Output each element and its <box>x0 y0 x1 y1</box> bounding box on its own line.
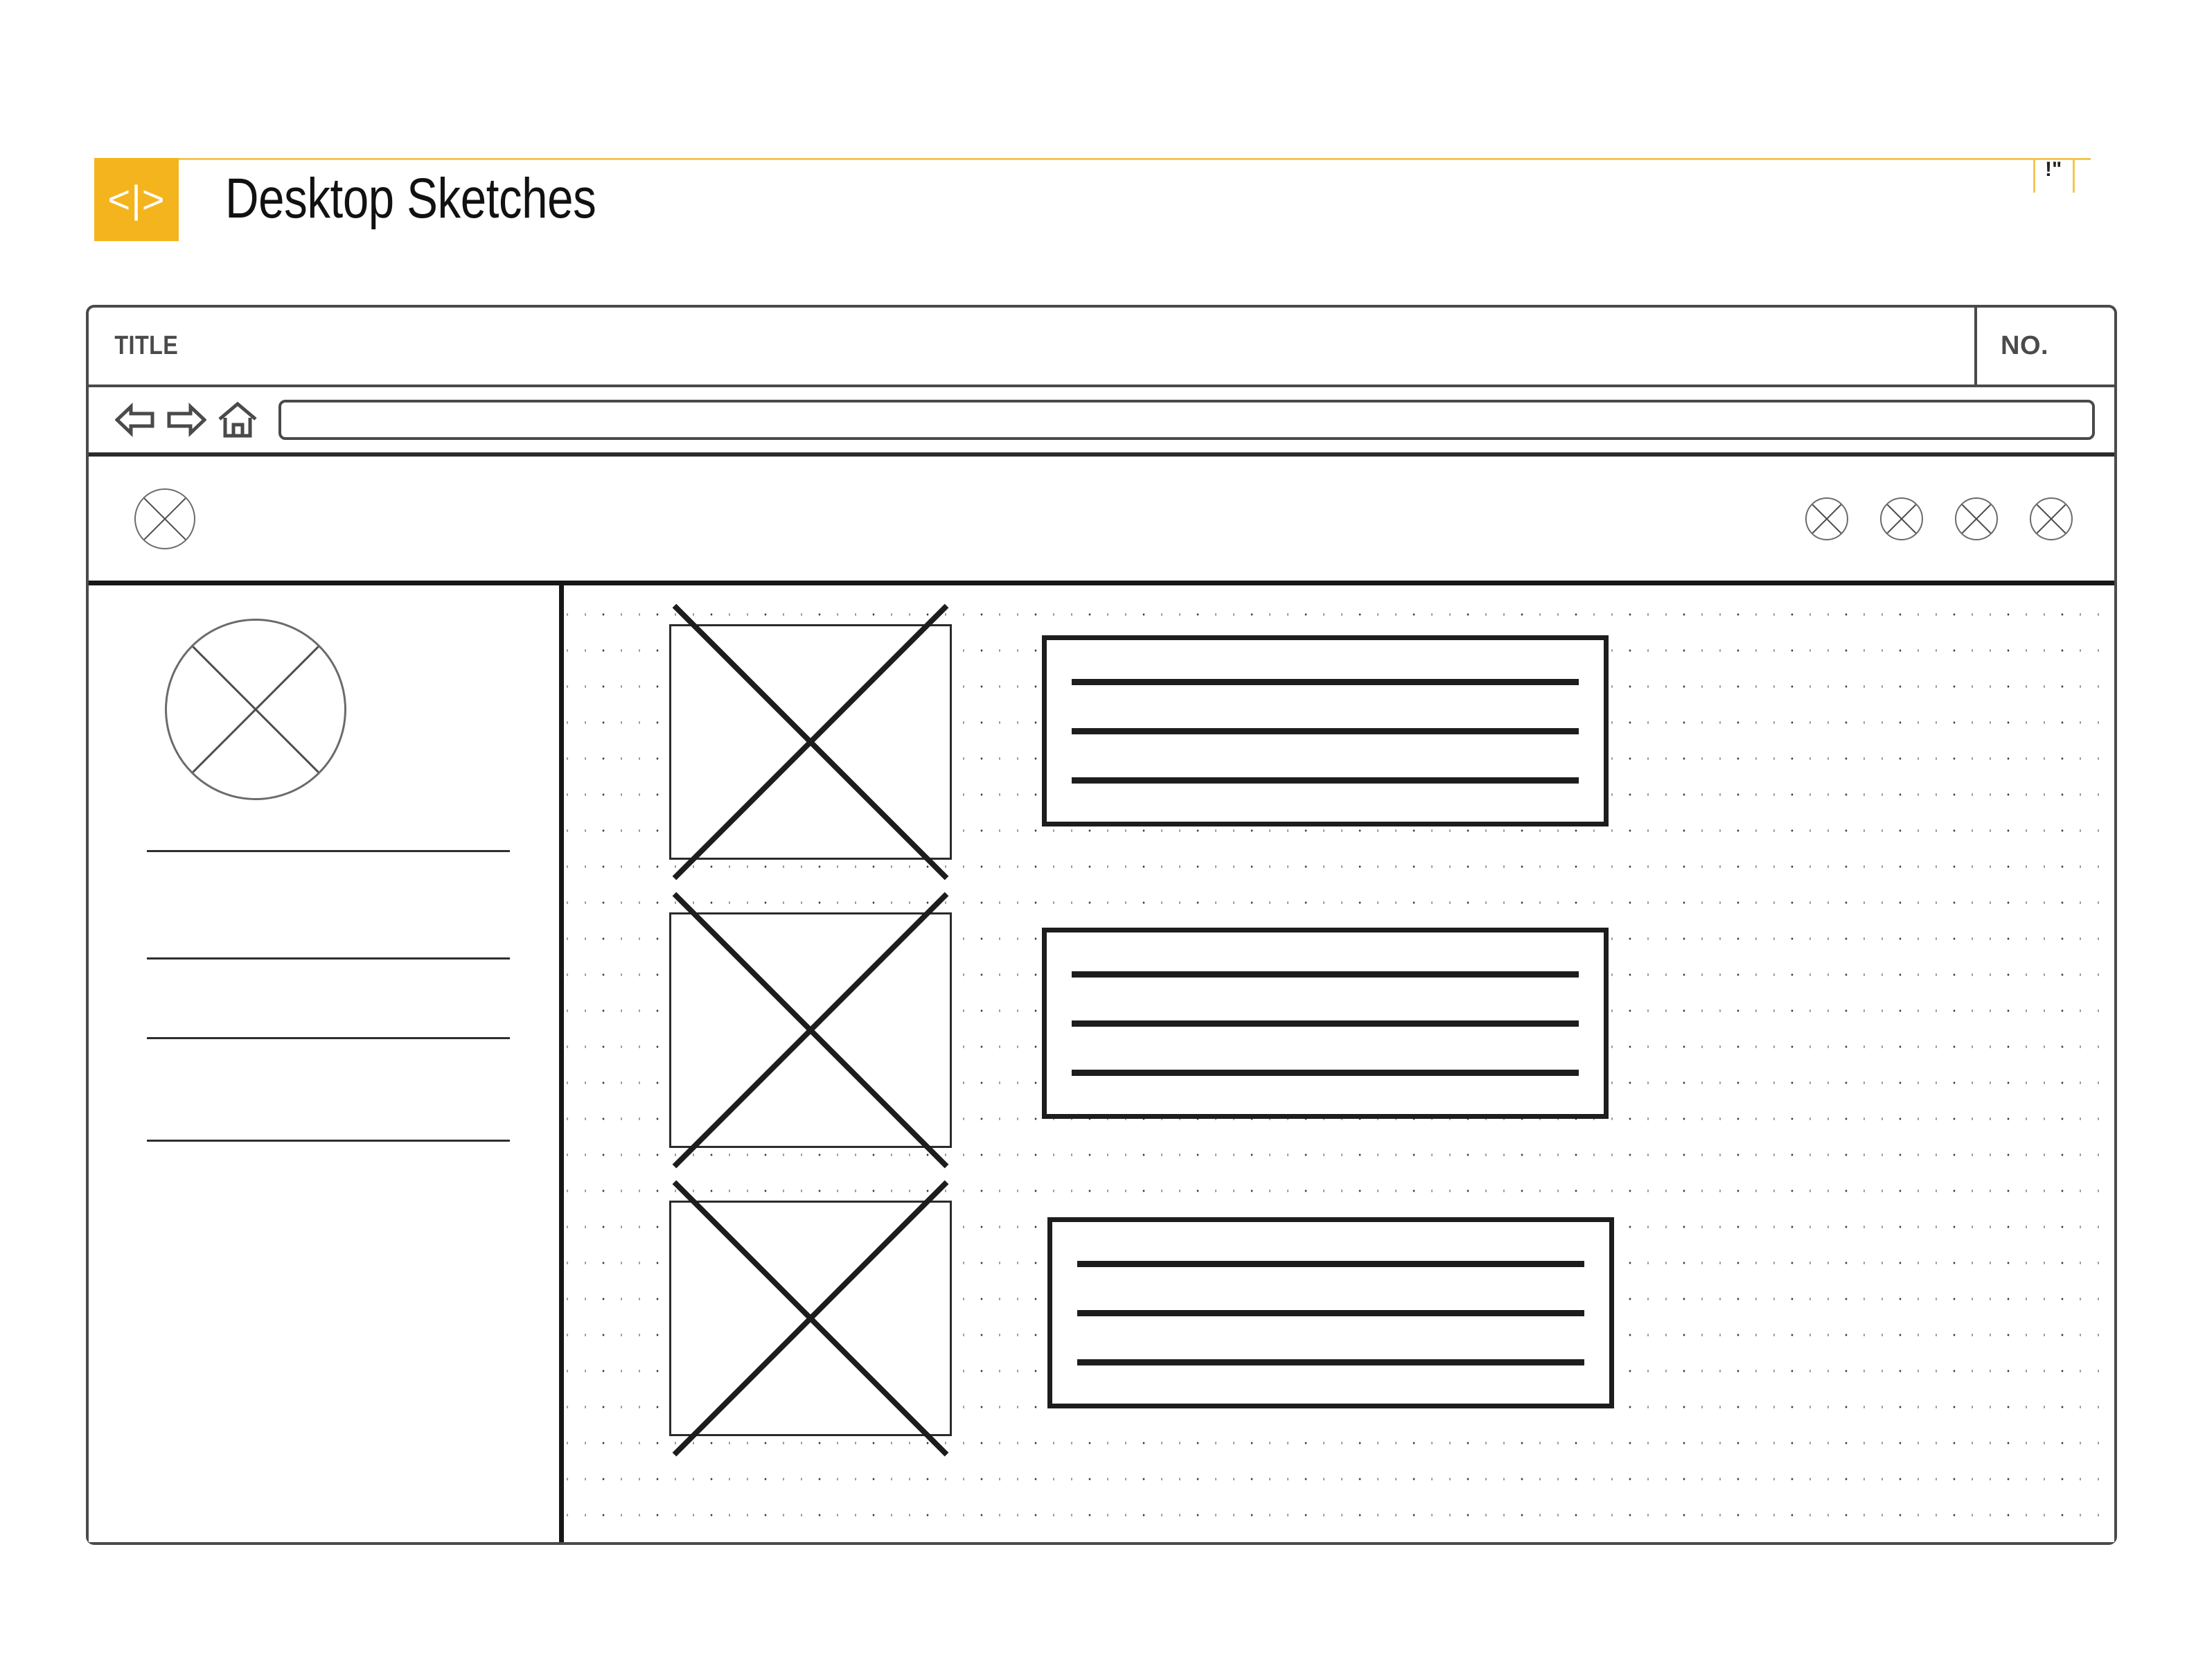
address-input[interactable] <box>278 400 2095 440</box>
page-title: Desktop Sketches <box>225 167 596 230</box>
browser-navbar <box>89 387 2114 457</box>
text-card[interactable] <box>1042 928 1609 1119</box>
toolbar-action-1-circle-x-icon[interactable] <box>1805 497 1848 540</box>
image-placeholder-x-icon[interactable] <box>669 892 952 1169</box>
toolbar-action-3-circle-x-icon[interactable] <box>1955 497 1998 540</box>
page-header: <|> Desktop Sketches !" <box>0 0 2196 291</box>
toolbar-action-2-circle-x-icon[interactable] <box>1880 497 1923 540</box>
window-titlebar: TITLE NO. <box>89 308 2114 387</box>
back-arrow-icon[interactable] <box>109 395 161 445</box>
browser-window: TITLE NO. <box>86 305 2117 1545</box>
titlebar-number-label: NO. <box>2001 331 2049 360</box>
text-line <box>1077 1260 1584 1267</box>
toolbar-actions <box>1805 497 2073 540</box>
sidebar-avatar[interactable] <box>165 619 346 800</box>
sidebar-dividers <box>89 585 559 1542</box>
toolbar-action-4-circle-x-icon[interactable] <box>2030 497 2073 540</box>
titlebar-divider <box>1974 308 1977 384</box>
brand-circle-x-icon[interactable] <box>134 488 195 549</box>
sidebar-divider-2 <box>147 957 510 960</box>
sidebar <box>89 585 564 1542</box>
circle-x-avatar-icon <box>165 619 346 800</box>
titlebar-title-label: TITLE <box>114 331 179 360</box>
sidebar-divider-3 <box>147 1037 510 1039</box>
text-line <box>1072 678 1579 685</box>
sidebar-divider-1 <box>147 850 510 852</box>
text-card[interactable] <box>1042 635 1609 826</box>
sidebar-divider-4 <box>147 1140 510 1142</box>
app-logo-tile[interactable]: <|> <box>94 158 179 241</box>
text-line <box>1072 971 1579 978</box>
image-placeholder-x-icon[interactable] <box>669 1180 952 1457</box>
text-line <box>1077 1309 1584 1316</box>
text-line <box>1072 777 1579 784</box>
header-badge-text: !" <box>2045 158 2062 181</box>
content-canvas <box>564 585 2114 1542</box>
text-line <box>1072 1069 1579 1076</box>
text-card[interactable] <box>1047 1217 1614 1408</box>
image-placeholder-x-icon[interactable] <box>669 603 952 881</box>
text-line <box>1072 1020 1579 1027</box>
header-badge: !" <box>2033 158 2075 193</box>
home-icon[interactable] <box>212 395 263 445</box>
app-toolbar <box>89 457 2114 585</box>
text-line <box>1077 1359 1584 1365</box>
code-brackets-icon: <|> <box>107 177 166 221</box>
window-body <box>89 585 2114 1542</box>
header-accent-rule <box>96 158 2091 160</box>
forward-arrow-icon[interactable] <box>161 395 212 445</box>
text-line <box>1072 727 1579 734</box>
